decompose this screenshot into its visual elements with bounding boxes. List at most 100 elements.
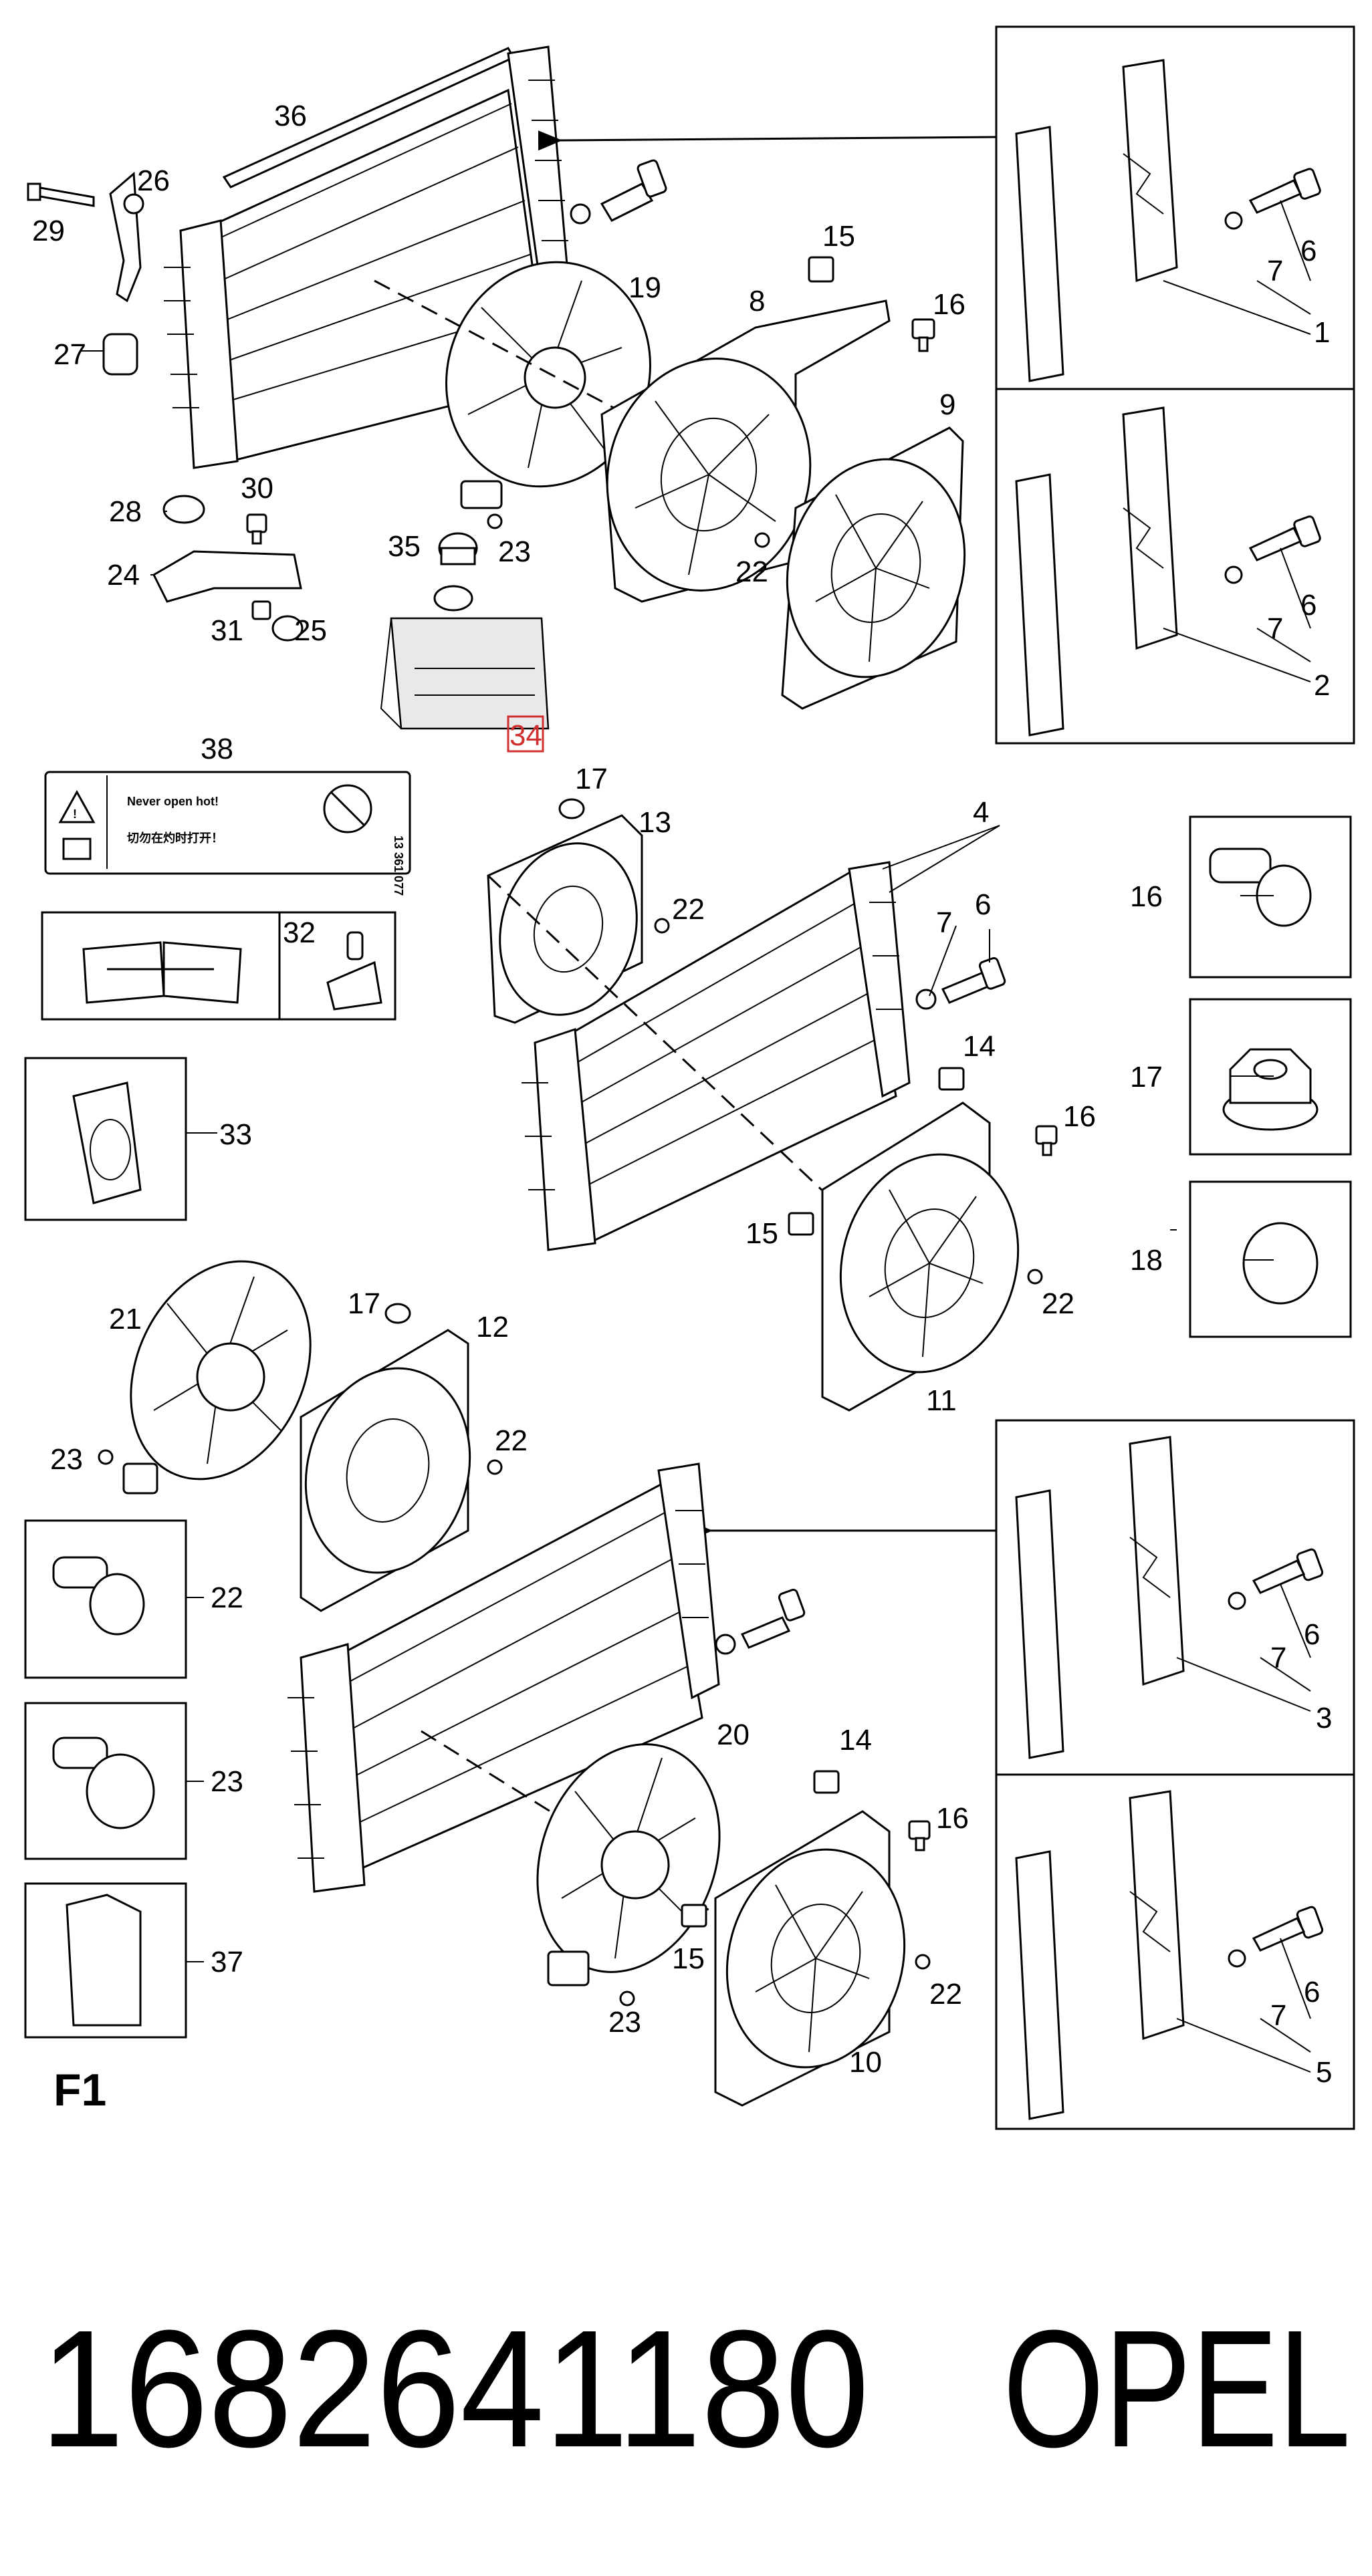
part-15-clip-top [808, 256, 834, 283]
part-10-shroud [714, 1810, 906, 2107]
leader-lines [80, 200, 1311, 2073]
callout-28: 28 [109, 495, 142, 528]
part-23-detail-bolt [52, 1736, 155, 1829]
callout-7c: 7 [936, 906, 952, 939]
part-28-mount [162, 495, 205, 524]
part-23-bolt-top [487, 513, 503, 529]
part-16-bolt-mid [1035, 1125, 1058, 1156]
callout-17a: 17 [575, 763, 608, 795]
callout-20: 20 [717, 1718, 750, 1751]
callout-22b: 22 [672, 893, 705, 926]
callout-6b: 6 [1300, 589, 1317, 622]
callout-22d: 22 [495, 1424, 528, 1457]
callout-14b: 14 [839, 1724, 872, 1757]
label-code-text: 13 361 077 [392, 835, 405, 896]
part-18-detail-plug [1242, 1222, 1319, 1305]
part-21-fan [122, 1260, 312, 1495]
callout-36: 36 [274, 100, 307, 132]
part-22-bolt-10 [915, 1954, 931, 1970]
drain-plug-top [570, 159, 667, 225]
callout-2: 2 [1314, 669, 1330, 702]
callout-30: 30 [241, 472, 273, 505]
part-16-bolt-top [911, 318, 935, 352]
part-19-fan [445, 261, 651, 509]
part-8-shroud [600, 299, 891, 603]
callout-3: 3 [1316, 1702, 1332, 1734]
callout-7b: 7 [1267, 612, 1283, 645]
callout-17d: 17 [1130, 1061, 1163, 1093]
callout-21: 21 [109, 1303, 142, 1335]
part-30-bolt [246, 513, 267, 545]
callout-31: 31 [211, 614, 243, 647]
part-26-bracket [109, 171, 144, 303]
callout-12: 12 [476, 1311, 509, 1343]
callout-5: 5 [1316, 2056, 1332, 2089]
callout-13: 13 [639, 806, 671, 839]
callout-16b: 16 [1063, 1100, 1096, 1133]
callout-15a: 15 [822, 220, 855, 253]
detail-5-illustration [1015, 1790, 1324, 2120]
part-20-fan [536, 1743, 721, 1986]
part-25-nut [271, 615, 304, 642]
callout-33: 33 [219, 1118, 252, 1151]
callout-23c: 23 [608, 2006, 641, 2039]
callout-23b: 23 [50, 1443, 83, 1476]
drain-plug-bottom [715, 1589, 806, 1655]
callout-27: 27 [53, 338, 86, 371]
part-17-detail-nut [1222, 1048, 1319, 1131]
callout-23a: 23 [498, 535, 531, 568]
callout-9: 9 [939, 388, 955, 421]
callout-22f: 22 [929, 1978, 962, 2011]
pointer-arrow-top [538, 130, 997, 151]
callout-11: 11 [926, 1384, 957, 1417]
callout-38: 38 [201, 733, 233, 765]
part-11-shroud [821, 1102, 1020, 1412]
callout-4: 4 [973, 796, 989, 829]
callout-25: 25 [294, 614, 327, 647]
part-16-bolt-bottom [908, 1820, 931, 1851]
callout-18d: 18 [1130, 1244, 1163, 1277]
part-38-label: ! [44, 771, 411, 875]
part-27-grommet [102, 333, 138, 376]
callout-6d: 6 [1304, 1618, 1320, 1651]
detail-3-illustration [1015, 1436, 1324, 1759]
callout-15c: 15 [672, 1942, 705, 1975]
part-37-bracket [66, 1894, 142, 2027]
part-15-clip-bottom [681, 1904, 707, 1928]
callout-10: 10 [849, 2046, 882, 2079]
callout-24: 24 [107, 559, 140, 592]
part-33-bracket [72, 1081, 142, 1204]
part-32-bottle [326, 931, 382, 1011]
part-12-shroud [300, 1329, 471, 1612]
part-35-cap [438, 532, 478, 565]
service-manual-icon [82, 941, 242, 1004]
callout-34: 34 [509, 719, 542, 752]
callout-6e: 6 [1304, 1976, 1320, 2009]
part-16-detail-bolt [1209, 848, 1312, 927]
callout-1: 1 [1314, 316, 1330, 349]
part-14-clip-mid [938, 1067, 965, 1091]
callout-16a: 16 [933, 288, 965, 321]
part-23-bolt-20 [619, 1990, 635, 2007]
radiator-middle [522, 861, 911, 1251]
part-15-clip-mid [788, 1212, 814, 1236]
part-22-bolt-12 [487, 1459, 503, 1475]
detail-box-22 [24, 1519, 187, 1679]
callout-16d: 16 [1130, 880, 1163, 913]
callout-16c: 16 [936, 1802, 969, 1835]
drain-plug-mid [915, 957, 1006, 1010]
callout-15b: 15 [746, 1217, 778, 1250]
detail-2-illustration [1015, 406, 1321, 737]
part-number: 1682641180 [40, 2295, 869, 2482]
part-29-bolt [27, 182, 95, 207]
callout-22c: 22 [1042, 1287, 1074, 1320]
callout-22a: 22 [735, 555, 768, 588]
part-34-highlight-box [507, 715, 544, 753]
callout-6a: 6 [1300, 235, 1317, 267]
svg-text:!: ! [73, 807, 77, 821]
part-13-shroud [487, 814, 643, 1024]
label-warning-text: Never open hot! [127, 795, 219, 808]
callout-26: 26 [137, 164, 170, 197]
figure-label: F1 [53, 2065, 106, 2115]
